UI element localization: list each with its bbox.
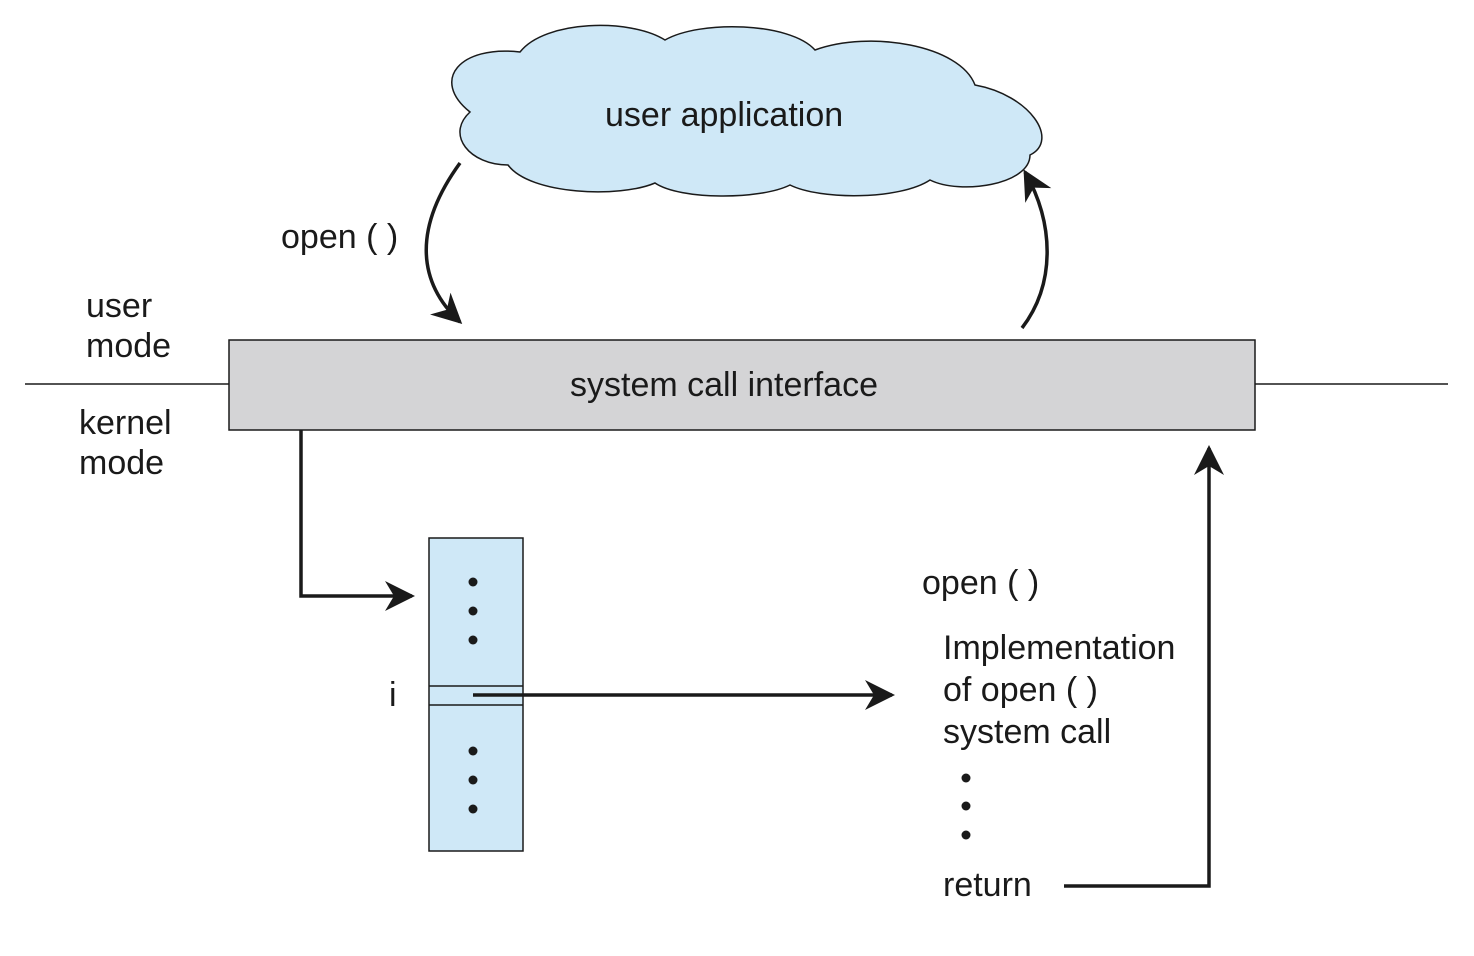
user-mode-label: user mode — [86, 286, 171, 366]
open-implementation-header: open ( ) — [922, 564, 1040, 602]
ellipsis-dot — [468, 746, 478, 756]
return-arrow — [1064, 445, 1224, 888]
table-index-label: i — [389, 676, 397, 714]
implementation-line-2: of open ( ) — [943, 671, 1098, 709]
system-call-interface-box — [228, 339, 1256, 431]
call-arrow — [424, 161, 463, 325]
return-to-app-arrow — [1020, 169, 1052, 330]
ellipsis-dot — [468, 775, 478, 785]
kernel-mode-line-2: mode — [79, 444, 165, 482]
dispatch-arrow — [299, 430, 415, 611]
implementation-line-3: system call — [943, 713, 1112, 751]
kernel-mode-line-1: kernel — [79, 404, 172, 442]
ellipsis-dot — [468, 577, 478, 587]
ellipsis-dot — [468, 804, 478, 814]
ellipsis-dot — [961, 830, 971, 840]
user-application-cloud — [451, 24, 1043, 197]
kernel-mode-label: kernel mode — [79, 403, 172, 483]
user-mode-line-1: user — [86, 287, 153, 325]
return-label: return — [943, 866, 1032, 904]
system-call-interface-label: system call interface — [570, 366, 878, 404]
ellipsis-dot — [468, 635, 478, 645]
implementation-label: Implementation of open ( ) system call — [943, 627, 1175, 753]
ellipsis-dot — [468, 606, 478, 616]
user-application-label: user application — [605, 96, 844, 134]
open-call-label: open ( ) — [281, 218, 399, 256]
user-mode-line-2: mode — [86, 327, 172, 365]
implementation-line-1: Implementation — [943, 629, 1176, 667]
ellipsis-dot — [961, 773, 971, 783]
ellipsis-dot — [961, 801, 971, 811]
